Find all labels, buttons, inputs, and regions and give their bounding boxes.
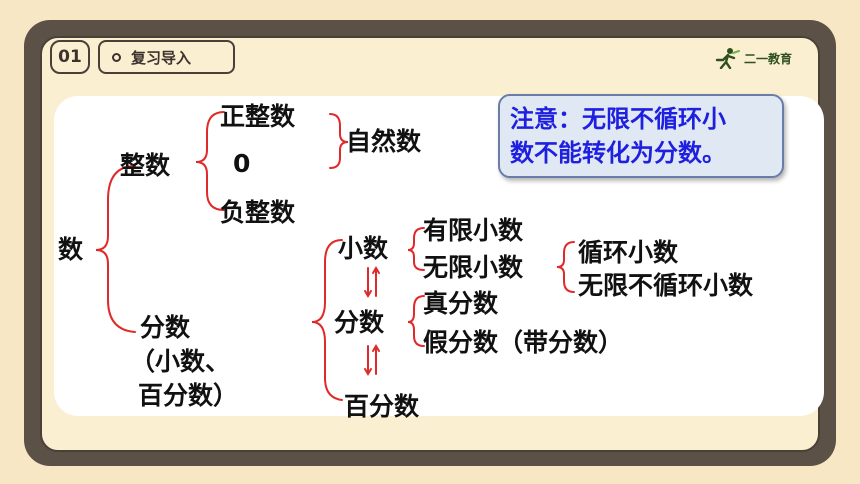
arrow-up-2 xyxy=(372,344,380,375)
node-non-repeating-decimal: 无限不循环小数 xyxy=(578,271,754,300)
node-repeating-decimal: 循环小数 xyxy=(578,238,679,267)
node-positive-integer: 正整数 xyxy=(220,102,296,131)
node-fraction-note-2: 百分数） xyxy=(138,381,239,410)
node-root: 数 xyxy=(58,235,84,264)
infinite-decimal-bracket xyxy=(556,241,575,293)
node-percentage: 百分数 xyxy=(344,392,420,421)
fraction-type-bracket xyxy=(407,295,425,347)
root-bracket xyxy=(95,165,136,333)
node-zero: 0 xyxy=(233,149,251,178)
fraction-group-bracket xyxy=(311,239,343,401)
running-person-icon xyxy=(715,48,740,69)
node-improper-fraction: 假分数（带分数） xyxy=(423,328,624,357)
section-number-badge: 01 xyxy=(50,40,90,74)
integer-bracket xyxy=(195,111,225,211)
node-decimal: 小数 xyxy=(338,234,389,263)
decimal-bracket xyxy=(407,227,425,271)
natural-number-bracket xyxy=(329,113,349,169)
logo-text: 二一教育 xyxy=(744,51,793,66)
node-proper-fraction: 真分数 xyxy=(423,289,499,318)
brand-logo: 二一教育 xyxy=(714,46,792,70)
node-finite-decimal: 有限小数 xyxy=(423,216,524,245)
node-natural-number: 自然数 xyxy=(346,127,422,156)
node-fraction-mid: 分数 xyxy=(334,308,385,337)
node-fraction-note-1: （小数、 xyxy=(130,347,231,376)
note-line-1: 注意：无限不循环小 xyxy=(510,105,726,133)
node-fraction: 分数 xyxy=(140,313,191,342)
section-title-badge: 复习导入 xyxy=(98,40,235,74)
note-box: 注意：无限不循环小 数不能转化为分数。 xyxy=(498,94,784,178)
circle-bullet-icon xyxy=(112,52,121,62)
node-negative-integer: 负整数 xyxy=(220,198,296,227)
node-infinite-decimal: 无限小数 xyxy=(423,253,524,282)
note-line-2: 数不能转化为分数。 xyxy=(510,139,726,167)
arrow-down-2 xyxy=(364,345,372,376)
section-title-text: 复习导入 xyxy=(131,48,192,67)
node-integer: 整数 xyxy=(120,151,171,180)
arrow-up-1 xyxy=(372,266,380,297)
arrow-down-1 xyxy=(364,267,372,298)
